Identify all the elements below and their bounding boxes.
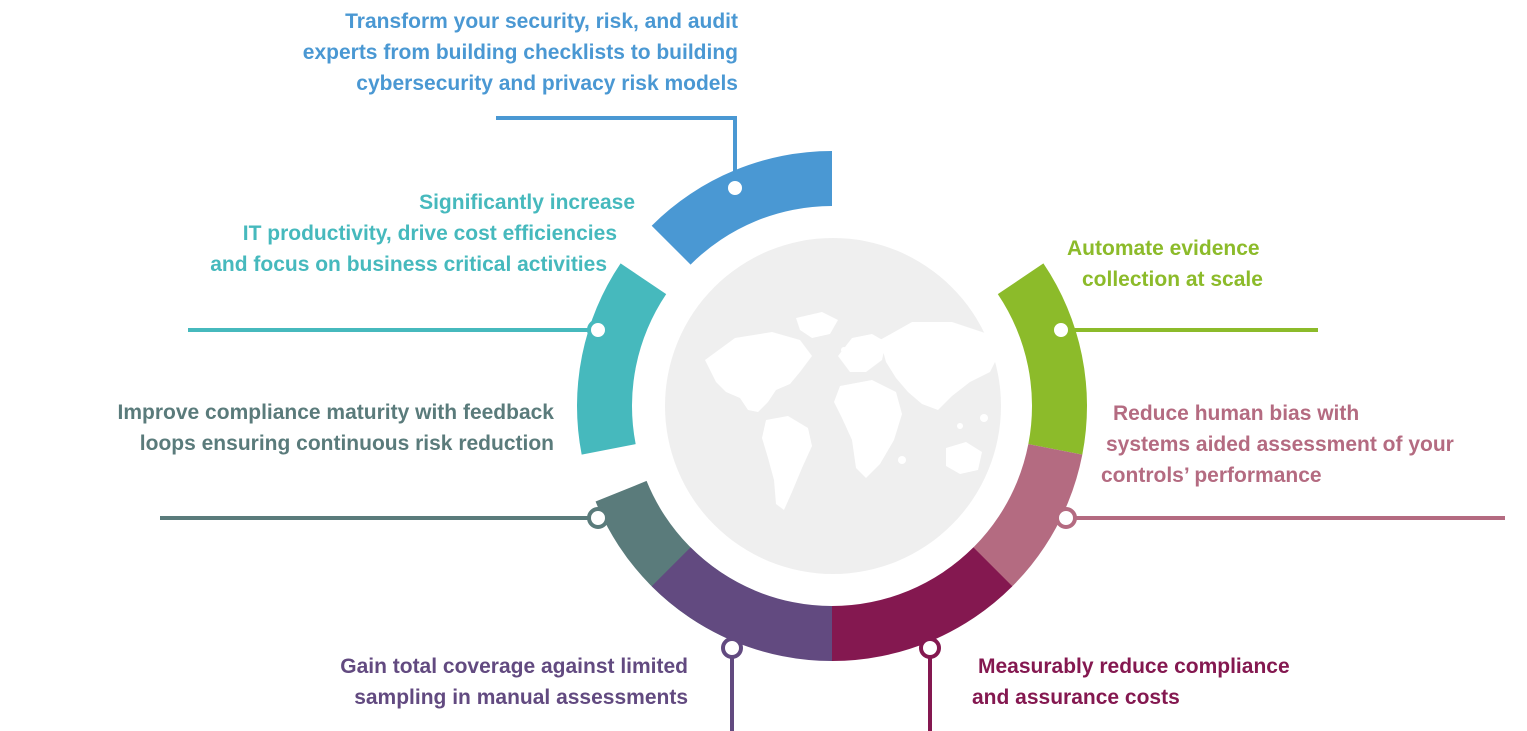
label-bias: Reduce human bias with systems aided ass…	[1101, 398, 1525, 491]
connector-node-evidence	[1050, 319, 1072, 341]
label-line: Transform your security, risk, and audit	[345, 10, 738, 33]
label-productivity: Significantly increase IT productivity, …	[90, 187, 635, 280]
label-line: IT productivity, drive cost efficiencies	[242, 222, 617, 245]
connector-node-maturity	[587, 507, 609, 529]
label-transform: Transform your security, risk, and audit…	[200, 6, 738, 99]
label-line: loops ensuring continuous risk reduction	[139, 432, 554, 455]
ring-segment-productivity	[577, 263, 667, 455]
label-line: and focus on business critical activitie…	[210, 253, 607, 276]
label-line: cybersecurity and privacy risk models	[356, 72, 738, 95]
label-line: experts from building checklists to buil…	[302, 41, 738, 64]
label-line: Measurably reduce compliance	[978, 655, 1290, 678]
globe-background	[665, 238, 1001, 574]
ring-segment-transform	[651, 151, 832, 265]
label-line: sampling in manual assessments	[354, 686, 688, 709]
ring-segment-coverage	[651, 547, 832, 662]
label-line: and assurance costs	[972, 686, 1180, 709]
label-costs: Measurably reduce compliance and assuran…	[972, 651, 1352, 713]
label-coverage: Gain total coverage against limited samp…	[190, 651, 688, 713]
label-line: controls’ performance	[1101, 464, 1322, 487]
connector-node-productivity	[587, 319, 609, 341]
label-line: Significantly increase	[419, 191, 635, 214]
label-maturity: Improve compliance maturity with feedbac…	[5, 397, 554, 459]
connector-node-bias	[1055, 507, 1077, 529]
connector-node-transform	[724, 177, 746, 199]
label-evidence: Automate evidence collection at scale	[1067, 233, 1317, 295]
label-line: Improve compliance maturity with feedbac…	[117, 401, 554, 424]
connector-line-transform	[496, 116, 737, 188]
label-line: Reduce human bias with	[1113, 402, 1360, 425]
label-line: collection at scale	[1082, 268, 1263, 291]
connector-node-coverage	[721, 637, 743, 659]
label-line: systems aided assessment of your	[1106, 433, 1454, 456]
label-line: Automate evidence	[1067, 237, 1260, 260]
ring-segment-costs	[832, 547, 1013, 662]
connector-node-costs	[919, 637, 941, 659]
label-line: Gain total coverage against limited	[340, 655, 688, 678]
world-map-icon	[705, 312, 1000, 510]
ring-segment-evidence	[997, 263, 1087, 455]
